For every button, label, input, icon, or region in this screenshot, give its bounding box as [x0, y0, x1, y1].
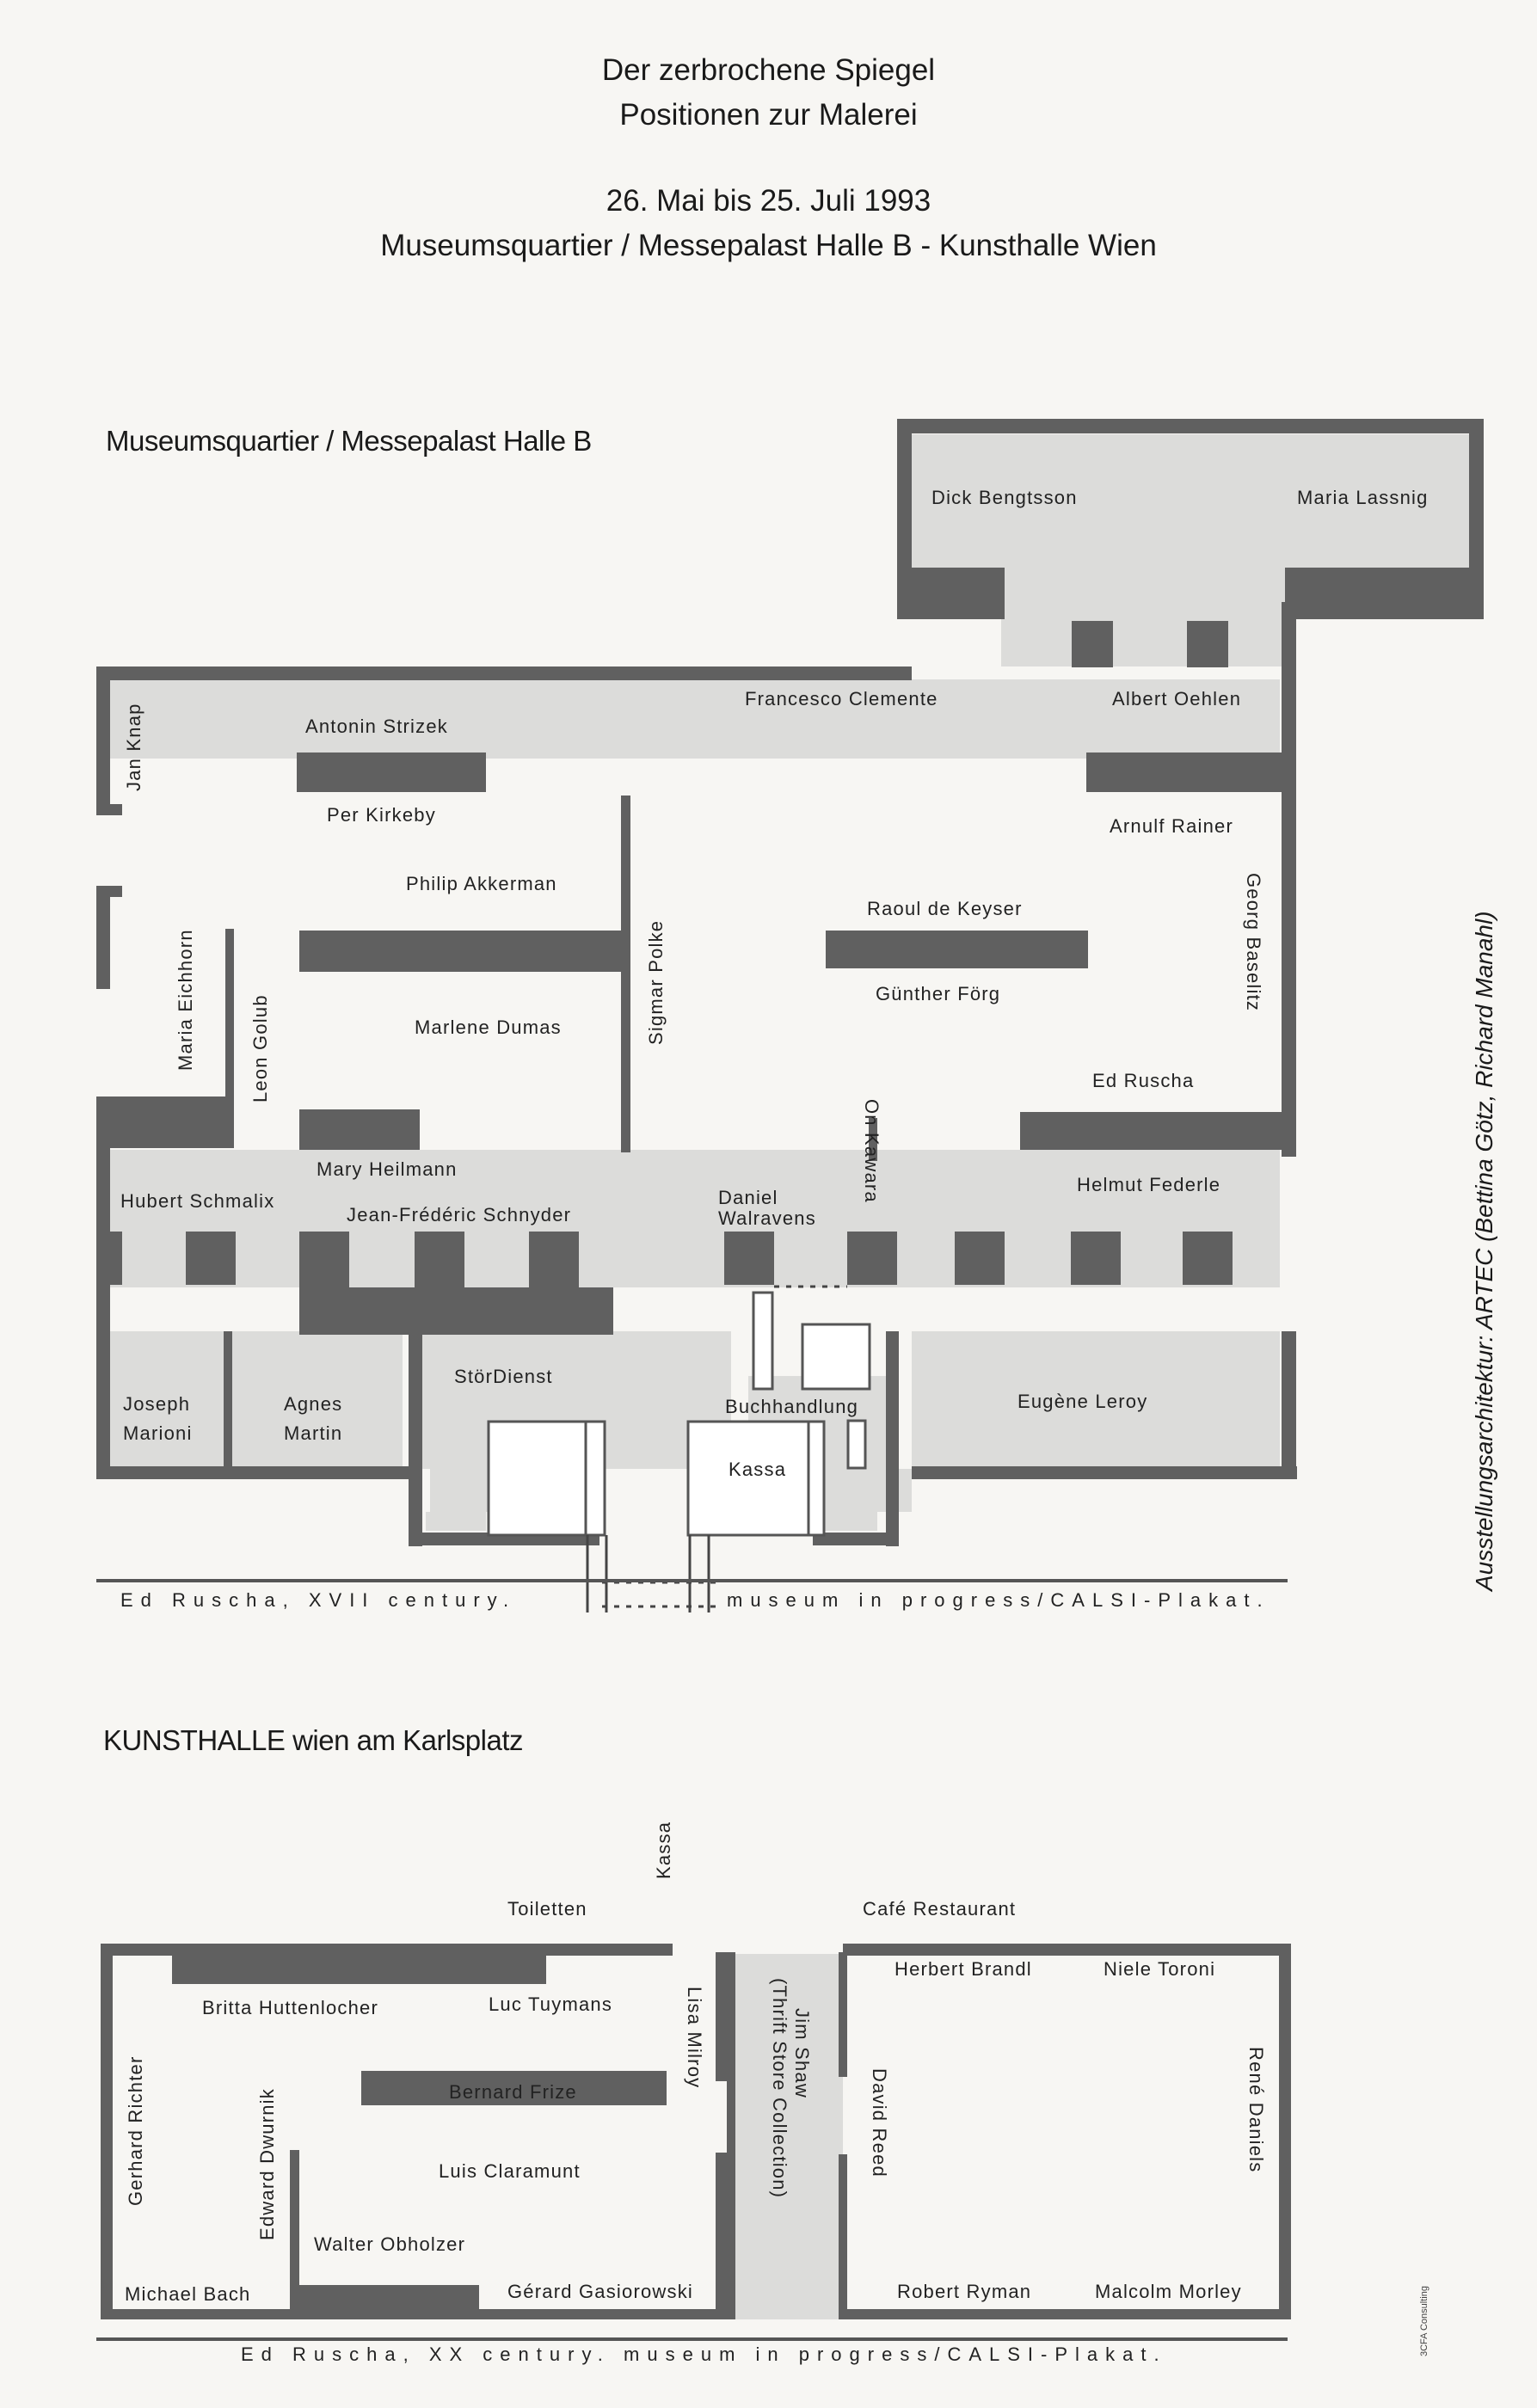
label-agnes-martin-line2: Martin: [284, 1422, 342, 1444]
label-cafe-restaurant: Café Restaurant: [863, 1898, 1016, 1920]
label-albert-oehlen: Albert Oehlen: [1112, 688, 1241, 710]
plan2-floorplan: Toiletten Café Restaurant Herbert Brandl…: [96, 1821, 1291, 2365]
label-georg-baselitz: Georg Baselitz: [1243, 873, 1264, 1011]
label-britta-huttenlocher: Britta Huttenlocher: [202, 1997, 378, 2018]
plan2-title: KUNSTHALLE wien am Karlsplatz: [103, 1724, 524, 1756]
label-on-kawara: On Kawara: [861, 1099, 882, 1203]
plan2-corridor: [731, 1954, 843, 2319]
label-daniel-walravens-line2: Walravens: [718, 1207, 816, 1229]
plan1-rooms: [487, 1291, 871, 1537]
label-daniel-walravens-line1: Daniel: [718, 1187, 778, 1208]
label-herbert-brandl: Herbert Brandl: [895, 1958, 1032, 1980]
header: Der zerbrochene Spiegel Positionen zur M…: [0, 48, 1537, 138]
label-agnes-martin-line1: Agnes: [284, 1393, 342, 1415]
label-per-kirkeby: Per Kirkeby: [327, 804, 436, 826]
header-dates: 26. Mai bis 25. Juli 1993 Museumsquartie…: [0, 179, 1537, 268]
plan2-vertical-labels: Kassa Lisa Milroy Jim Shaw (Thrift Store…: [125, 1821, 1267, 2240]
label-stordienst: StörDienst: [454, 1366, 553, 1387]
plan1-strip: Ed Ruscha, XVII century. museum in progr…: [120, 1589, 1270, 1611]
plan1-entrance-posts: [586, 1535, 710, 1612]
strip-ed-ruscha-xx: Ed Ruscha, XX century. museum in progres…: [241, 2344, 1167, 2365]
label-jan-knap: Jan Knap: [123, 703, 144, 791]
plan1-strip-line: [96, 1579, 1288, 1582]
label-gerard-gasiorowski: Gérard Gasiorowski: [507, 2281, 693, 2302]
label-antonin-strizek: Antonin Strizek: [305, 716, 448, 737]
label-gunther-forg: Günther Förg: [876, 983, 1000, 1004]
strip-museum-in-progress: museum in progress/CALSI-Plakat.: [727, 1589, 1270, 1611]
plan1-floorplan: Dick Bengtsson Maria Lassnig Francesco C…: [96, 419, 1484, 1612]
strip-ed-ruscha-xvii: Ed Ruscha, XVII century.: [120, 1589, 516, 1611]
plan2-labels: Toiletten Café Restaurant Herbert Brandl…: [125, 1898, 1242, 2305]
plan1-walls: [96, 419, 1484, 1546]
label-arnulf-rainer: Arnulf Rainer: [1110, 815, 1233, 837]
label-jim-shaw-line2: (Thrift Store Collection): [769, 1978, 790, 2198]
architecture-credit: Ausstellungsarchitektur: ARTEC (Bettina …: [1471, 911, 1497, 1591]
label-sigmar-polke: Sigmar Polke: [645, 920, 667, 1045]
label-buchhandlung: Buchhandlung: [725, 1396, 858, 1417]
plan1-vertical-labels: Jan Knap Maria Eichhorn Leon Golub Sigma…: [123, 703, 1264, 1202]
label-niele-toroni: Niele Toroni: [1104, 1958, 1215, 1980]
exhibition-venue: Museumsquartier / Messepalast Halle B - …: [380, 229, 1157, 262]
label-toiletten: Toiletten: [507, 1898, 587, 1920]
plan2-strip-line: [96, 2337, 1288, 2341]
label-leon-golub: Leon Golub: [249, 994, 271, 1103]
plan1-corridors: [110, 434, 1474, 1531]
label-helmut-federle: Helmut Federle: [1077, 1174, 1220, 1195]
exhibition-title: Der zerbrochene Spiegel: [601, 53, 936, 87]
plan2-walls: [101, 1944, 1291, 2319]
label-joseph-marioni-line2: Marioni: [123, 1422, 193, 1444]
label-marlene-dumas: Marlene Dumas: [415, 1017, 562, 1038]
label-joseph-marioni-line1: Joseph: [123, 1393, 190, 1415]
label-jean-frederic-schnyder: Jean-Frédéric Schnyder: [347, 1204, 571, 1226]
label-raoul-de-keyser: Raoul de Keyser: [867, 898, 1023, 919]
label-luis-claramunt: Luis Claramunt: [439, 2160, 581, 2182]
label-maria-eichhorn: Maria Eichhorn: [175, 929, 196, 1071]
label-hubert-schmalix: Hubert Schmalix: [120, 1190, 274, 1212]
label-mary-heilmann: Mary Heilmann: [317, 1158, 458, 1180]
label-edward-dwurnik: Edward Dwurnik: [256, 2088, 278, 2240]
footnote-consulting: 3CFA Consulting: [1419, 2286, 1429, 2356]
label-bernard-frize: Bernard Frize: [449, 2081, 577, 2103]
label-gerhard-richter: Gerhard Richter: [125, 2055, 146, 2206]
label-eugene-leroy: Eugène Leroy: [1017, 1391, 1147, 1412]
label-kassa: Kassa: [729, 1459, 786, 1480]
label-luc-tuymans: Luc Tuymans: [489, 1993, 612, 2015]
label-dick-bengtsson: Dick Bengtsson: [931, 487, 1078, 508]
exhibition-subtitle: Positionen zur Malerei: [619, 98, 918, 132]
plan1-labels: Dick Bengtsson Maria Lassnig Francesco C…: [120, 487, 1429, 1480]
label-kassa-2: Kassa: [653, 1821, 674, 1879]
label-francesco-clemente: Francesco Clemente: [745, 688, 938, 710]
label-robert-ryman: Robert Ryman: [897, 2281, 1031, 2302]
exhibition-dates: 26. Mai bis 25. Juli 1993: [606, 184, 931, 218]
label-lisa-milroy: Lisa Milroy: [684, 1987, 705, 2088]
label-walter-obholzer: Walter Obholzer: [314, 2233, 465, 2255]
label-jim-shaw-line1: Jim Shaw: [791, 2008, 813, 2098]
label-rene-daniels: René Daniels: [1245, 2047, 1267, 2172]
label-philip-akkerman: Philip Akkerman: [406, 873, 557, 894]
label-ed-ruscha: Ed Ruscha: [1092, 1070, 1194, 1091]
label-malcolm-morley: Malcolm Morley: [1095, 2281, 1242, 2302]
label-maria-lassnig: Maria Lassnig: [1297, 487, 1429, 508]
label-david-reed: David Reed: [869, 2068, 890, 2178]
plan1-title: Museumsquartier / Messepalast Halle B: [106, 425, 592, 457]
label-michael-bach: Michael Bach: [125, 2283, 250, 2305]
